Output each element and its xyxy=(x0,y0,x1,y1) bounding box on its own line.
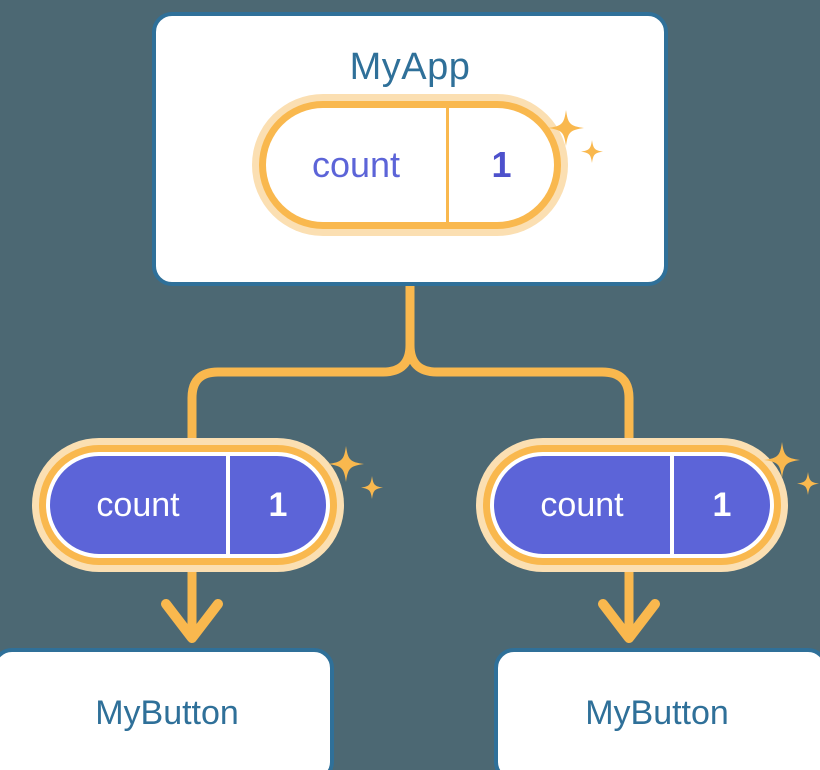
component-label: MyButton xyxy=(585,694,729,732)
component-card-mybutton-right[interactable]: MyButton xyxy=(494,648,820,770)
state-pill-child-right[interactable]: count 1 xyxy=(490,452,774,558)
component-label: MyButton xyxy=(95,694,239,732)
state-pill-divider xyxy=(446,108,449,222)
state-value: 1 xyxy=(712,485,732,524)
sparkle-four-point-small-icon xyxy=(797,472,819,495)
state-pill-root[interactable]: count 1 xyxy=(266,108,554,222)
state-value: 1 xyxy=(491,144,512,185)
page-title: MyApp xyxy=(349,46,471,88)
sparkle-group-child-left xyxy=(328,446,383,499)
state-pill-child-left[interactable]: count 1 xyxy=(46,452,330,558)
state-pill[interactable]: count 1 xyxy=(266,108,554,222)
state-pill-divider xyxy=(226,456,230,554)
state-key: count xyxy=(540,485,624,524)
component-card-mybutton-left[interactable]: MyButton xyxy=(0,648,334,770)
state-pill-divider xyxy=(670,456,674,554)
arrow-down-icon-right xyxy=(598,599,660,643)
state-pill[interactable]: count 1 xyxy=(490,452,774,558)
sparkle-four-point-large-icon xyxy=(328,446,364,482)
state-value: 1 xyxy=(268,485,288,524)
state-key: count xyxy=(311,144,401,185)
sparkle-four-point-small-icon xyxy=(361,476,383,499)
state-key: count xyxy=(96,485,180,524)
arrow-down-icon-left xyxy=(161,599,223,643)
state-pill[interactable]: count 1 xyxy=(46,452,330,558)
